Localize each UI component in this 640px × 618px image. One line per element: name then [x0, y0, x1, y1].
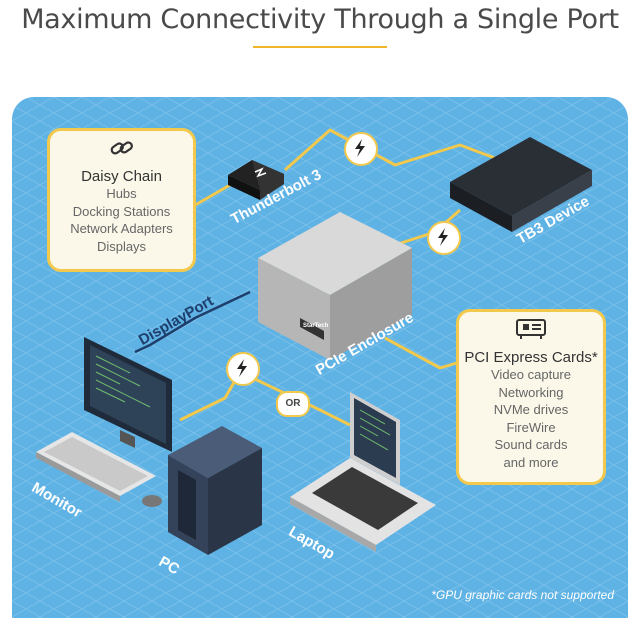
cable-tb-to-device — [284, 128, 501, 172]
pci-item: Networking — [498, 384, 564, 400]
daisy-item: Hubs — [106, 186, 137, 201]
pci-item: Sound cards — [494, 437, 568, 452]
laptop — [290, 392, 436, 552]
link-icon — [110, 141, 133, 155]
daisy-chain-title: Daisy Chain — [81, 168, 162, 185]
pc-tower — [168, 426, 262, 555]
keyboard — [36, 432, 156, 502]
thunderbolt-badge-right — [427, 221, 461, 255]
title-underline — [253, 46, 387, 48]
or-badge: OR — [276, 391, 310, 417]
daisy-item: Docking Stations — [72, 203, 171, 219]
cable-enclosure-to-cards — [384, 336, 461, 370]
page-title: Maximum Connectivity Through a Single Po… — [21, 4, 619, 35]
thunderbolt-icon — [237, 359, 247, 377]
daisy-item: Network Adapters — [70, 221, 173, 236]
pcie-enclosure — [258, 212, 412, 360]
cable-to-laptop — [239, 370, 351, 427]
daisy-chain-card: Daisy Chain Hubs Docking Stations Networ… — [47, 128, 196, 272]
daisy-item: Displays — [96, 238, 147, 254]
pci-item: and more — [503, 454, 559, 470]
mouse — [142, 495, 162, 507]
pci-item: FireWire — [506, 419, 556, 435]
monitor — [84, 337, 172, 452]
cable-displayport — [134, 290, 251, 354]
thunderbolt-icon — [355, 139, 365, 157]
thunderbolt-badge-bottom — [226, 352, 260, 386]
pci-item: NVMe drives — [493, 402, 569, 417]
thunderbolt-icon — [438, 228, 448, 246]
pci-card-icon — [516, 319, 546, 339]
pci-cards-title: PCI Express Cards* — [464, 349, 598, 366]
enclosure-brand: StarTech — [303, 323, 329, 329]
tb3-device — [450, 137, 592, 470]
thunderbolt-cable — [228, 160, 284, 200]
thunderbolt-badge-top — [344, 132, 378, 166]
pci-item: Video capture — [491, 367, 571, 382]
pci-cards-card: PCI Express Cards* Video capture Network… — [456, 309, 606, 485]
cable-daisy-to-tb — [189, 183, 231, 210]
footnote: *GPU graphic cards not supported — [431, 588, 614, 602]
